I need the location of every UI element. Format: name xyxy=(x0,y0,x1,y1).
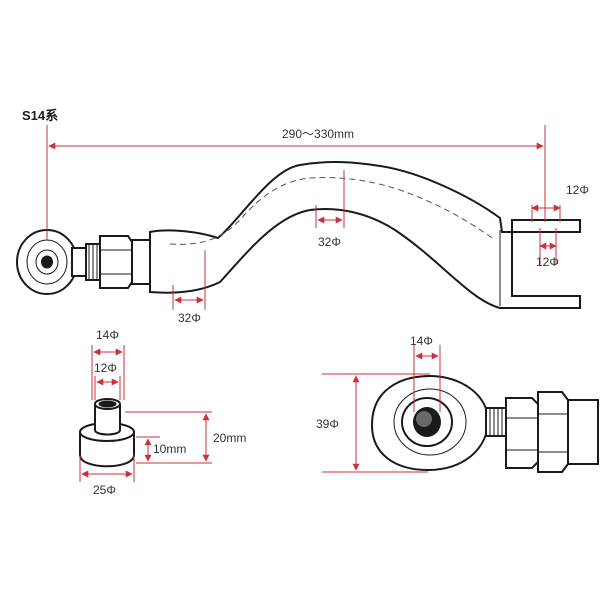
diagram-title: S14系 xyxy=(22,108,58,123)
collar-part xyxy=(79,398,135,468)
fork-outer-label: 12Φ xyxy=(566,183,589,197)
collar-inner-label: 12Φ xyxy=(94,361,117,375)
arm-mid-diameter-label: 32Φ xyxy=(318,235,341,249)
arm-length-label: 290～330mm xyxy=(282,127,354,141)
arm-nut-section xyxy=(85,235,151,289)
rod-end-outer-label: 39Φ xyxy=(316,417,339,431)
collar-base-label: 25Φ xyxy=(93,483,116,497)
arm-end-diameter-label: 32Φ xyxy=(178,311,201,325)
collar-outer-top-label: 14Φ xyxy=(96,328,119,342)
collar-height-label: 20mm xyxy=(213,431,246,445)
collar-step-label: 10mm xyxy=(153,442,186,456)
arm-assembly xyxy=(16,161,581,309)
fork-inner-label: 12Φ xyxy=(536,255,559,269)
arm-rod-end xyxy=(16,229,87,295)
arm-body xyxy=(149,161,581,309)
rod-end-dimensions: 14Φ 39Φ xyxy=(316,334,441,473)
rod-end-detail xyxy=(370,374,599,473)
arm-dimensions: 290～330mm 12Φ 12Φ 32Φ 32Φ xyxy=(46,125,589,325)
collar-dimensions: 14Φ 12Φ 25Φ 20mm 10mm xyxy=(79,328,246,497)
rod-end-bore-label: 14Φ xyxy=(410,334,433,348)
